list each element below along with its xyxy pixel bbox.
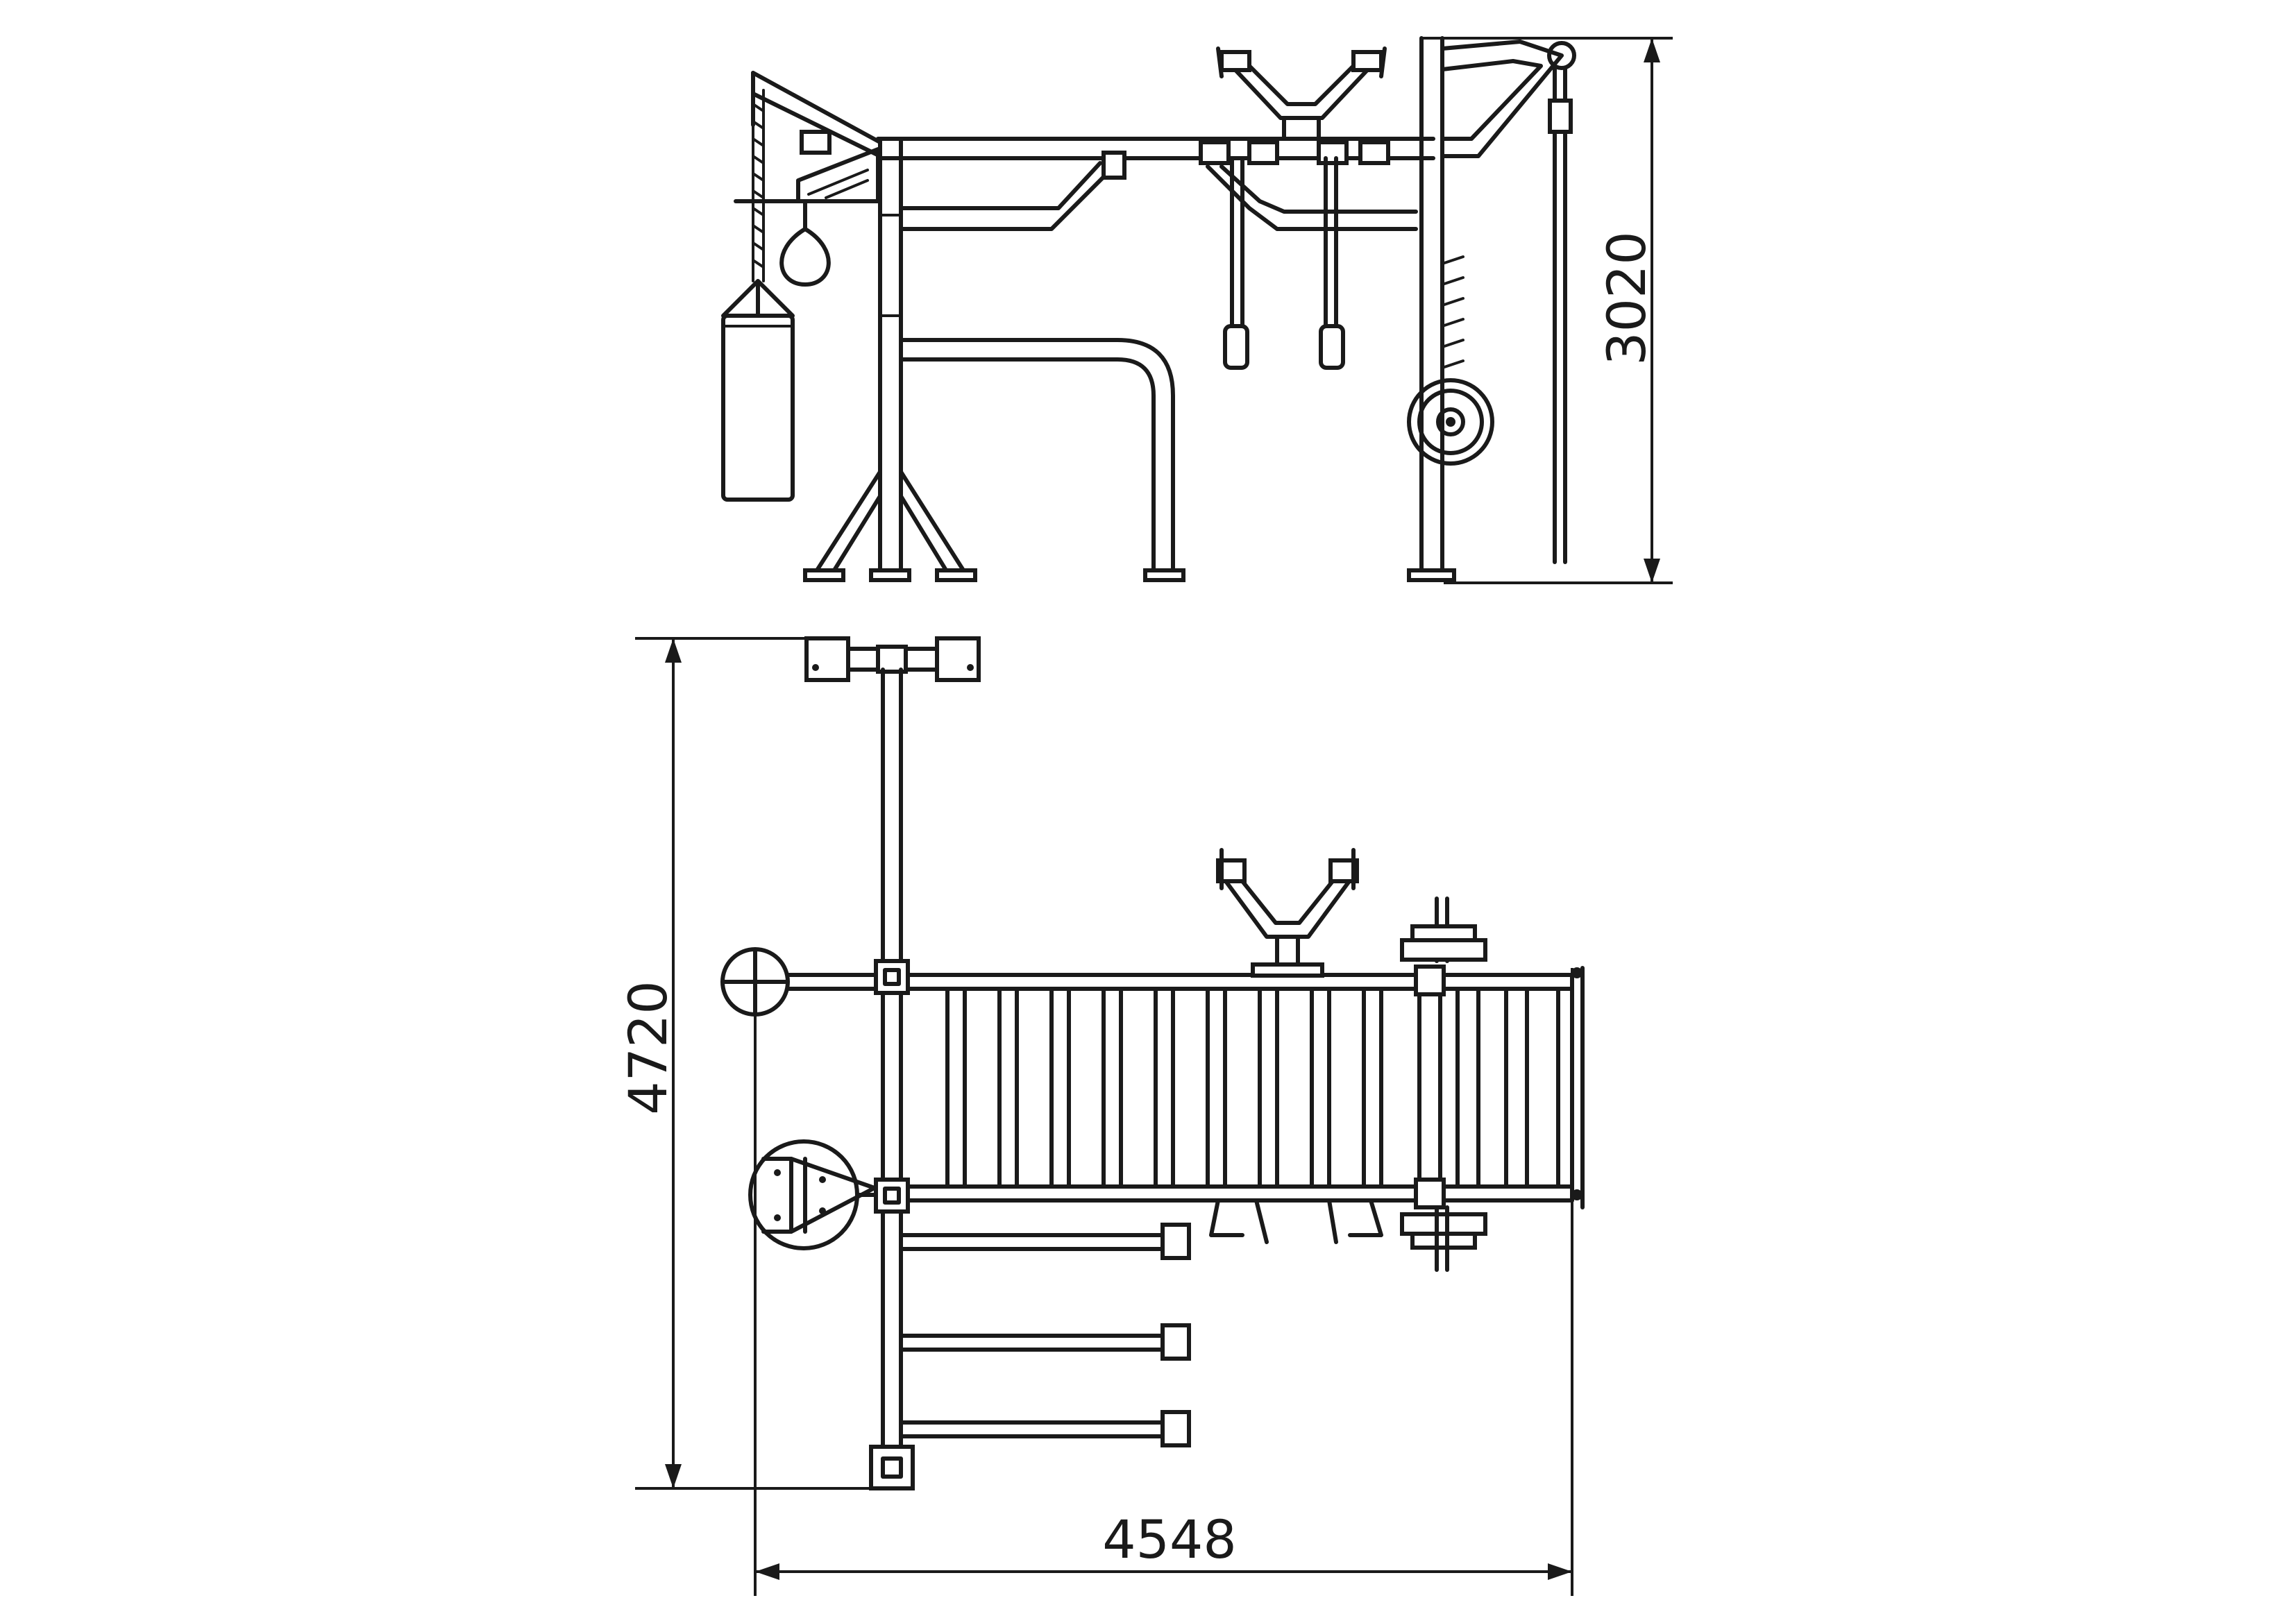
top-beam xyxy=(876,137,1435,160)
bag-chain xyxy=(752,89,765,282)
plan-joint-top xyxy=(874,959,910,995)
plan-right-posts xyxy=(1414,965,1585,1209)
plan-ladder-rungs xyxy=(945,987,1529,1189)
plan-joint-bottom xyxy=(748,1139,910,1250)
plan-barbell xyxy=(1400,897,1487,1272)
pulley-arm xyxy=(1440,40,1576,158)
punch-bag-boom xyxy=(734,71,882,203)
height-dimension: 3020 xyxy=(1440,37,1673,584)
speed-bag xyxy=(779,199,831,287)
plan-bottom-foot xyxy=(869,1445,915,1490)
ladder-bracket-side xyxy=(1199,140,1418,231)
width-dimension: 4548 xyxy=(754,968,1573,1596)
plan-plate-arm xyxy=(720,947,885,1017)
plan-dip-bars xyxy=(899,1223,1191,1447)
depth-dimension: 4720 xyxy=(617,637,871,1490)
plan-top-foot xyxy=(804,636,981,682)
left-post-feet xyxy=(803,470,977,582)
curved-dip-bar xyxy=(899,338,1185,582)
depth-dimension-label: 4720 xyxy=(617,980,679,1114)
plan-hooks xyxy=(1209,1198,1383,1244)
width-dimension-label: 4548 xyxy=(1102,1509,1236,1570)
plan-view: 4720 4548 xyxy=(617,636,1585,1596)
climbing-rope xyxy=(1548,67,1573,564)
left-post xyxy=(878,137,903,575)
right-post xyxy=(1407,36,1464,582)
ring-straps xyxy=(1223,156,1345,370)
heavy-punch-bag xyxy=(721,279,795,502)
plan-ladder-frame xyxy=(906,973,1574,1203)
height-dimension-label: 3020 xyxy=(1596,231,1657,365)
side-elevation-view: 3020 xyxy=(721,36,1673,584)
plan-y-bracket xyxy=(1216,848,1359,978)
plan-spine xyxy=(881,668,903,1463)
hanging-bent-bar xyxy=(899,151,1126,231)
weight-plate-side xyxy=(1407,378,1494,466)
y-bracket-side xyxy=(1216,46,1387,141)
